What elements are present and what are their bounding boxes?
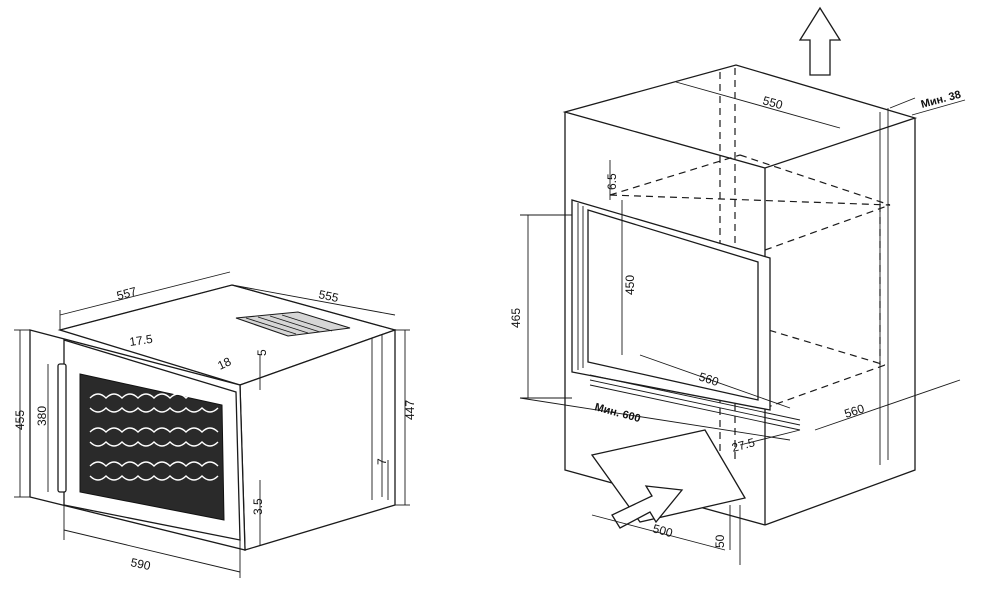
dim-6-5: 6.5	[605, 173, 619, 190]
dim-550: 550	[761, 93, 784, 112]
wine-shelves	[89, 393, 219, 481]
niche-opening-inner	[587, 209, 759, 401]
dim-min-600: Мин. 600	[593, 401, 642, 425]
dim-380: 380	[35, 406, 49, 426]
left-dimension-lines	[14, 271, 410, 578]
dim-555: 555	[317, 287, 340, 305]
dim-27-5: 27.5	[730, 435, 756, 455]
dim-560-inner: 560	[697, 370, 721, 390]
dim-450: 450	[623, 275, 637, 295]
dim-447: 447	[403, 400, 417, 420]
wine-cooler-drawing: 557 555 17.5 18 5 455 380 590 3.5 7 447	[13, 271, 417, 578]
dim-3-5: 3.5	[251, 498, 265, 515]
dim-min-38: Мин. 38	[920, 89, 963, 111]
cabinet-right-side	[764, 118, 916, 526]
plinth-cutout	[590, 429, 747, 523]
dim-465: 465	[509, 308, 523, 328]
door-handle	[57, 363, 67, 493]
top-vent-grille	[235, 311, 351, 337]
dim-7: 7	[375, 458, 389, 465]
dim-17-5: 17.5	[128, 332, 153, 349]
dim-557: 557	[115, 284, 138, 303]
dim-50: 50	[713, 534, 727, 548]
dim-455: 455	[13, 410, 27, 430]
niche-drawing: 550 Мин. 38 6.5 450 465 560 560 Мин. 600…	[509, 6, 966, 565]
bottom-vent-slots	[589, 374, 801, 431]
dim-500: 500	[651, 521, 674, 540]
dim-560-depth: 560	[843, 401, 867, 421]
right-dimension-lines	[519, 81, 966, 565]
cabinet-top	[562, 64, 918, 169]
dim-5: 5	[255, 349, 269, 356]
dim-590: 590	[129, 555, 152, 573]
airflow-up-arrow-icon	[798, 6, 842, 76]
dim-18: 18	[215, 354, 233, 372]
airflow-in-arrow-icon	[611, 485, 684, 529]
